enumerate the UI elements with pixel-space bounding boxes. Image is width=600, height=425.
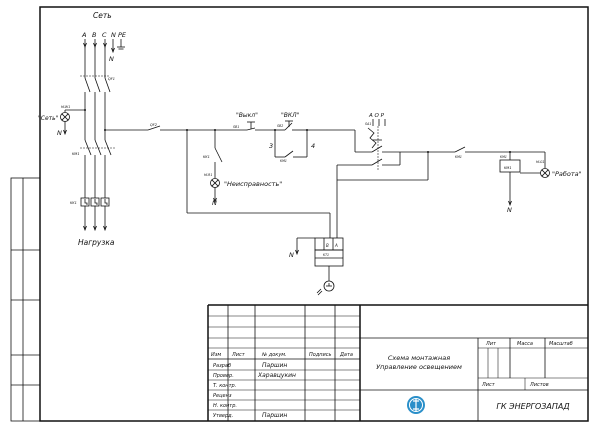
fault-lamp-label: "Неисправность" — [224, 180, 282, 188]
kt1-timer — [295, 237, 344, 296]
km1-coil-tag-top: KM1 — [500, 155, 507, 159]
sb2-on-button — [274, 120, 356, 158]
tb-sheet-label: Лист — [481, 382, 496, 388]
tb-role-nkontr: Н. контр. — [213, 403, 237, 409]
qf1-tag: QF1 — [108, 77, 115, 81]
km1-main-contacts — [80, 139, 115, 198]
sb1-off-button — [225, 121, 275, 131]
fault-lamp-n: N — [212, 199, 217, 207]
tb-massa-label: Масса — [517, 341, 533, 347]
n-below-label: N — [109, 55, 114, 63]
phase-label-a: A — [81, 31, 86, 39]
timer-n-label: N — [289, 251, 294, 259]
organization-name: ГК ЭНЕРГОЗАПАД — [496, 402, 569, 411]
off-button-tag: SB1 — [233, 125, 239, 129]
network-lamp-label: "Сеть" — [38, 115, 59, 122]
phase-label-b: B — [92, 31, 97, 39]
tb-masshtab-label: Масштаб — [549, 341, 573, 347]
tb-name-checker: Харавцукин — [257, 372, 296, 379]
kk1-thermal-relay — [80, 197, 110, 232]
timer-feed-wiring — [336, 146, 511, 238]
km1-contact2-tag: KM1 — [455, 155, 462, 159]
svg-text:А О Р: А О Р — [368, 113, 385, 119]
off-button-label: "Выкл" — [236, 112, 258, 119]
timer-tag: KT1 — [323, 253, 329, 257]
phase-label-n: N — [111, 31, 116, 39]
phase-arrows — [83, 39, 125, 54]
sa1-tag: SA1 — [365, 122, 371, 126]
organization-logo — [407, 396, 425, 414]
km1-coil-and-work-lamp — [499, 151, 550, 207]
tb-role-tkontr: Т. контр. — [213, 383, 236, 389]
kk1-relay-tag: KK1 — [70, 201, 77, 205]
on-button-label: "ВКЛ" — [281, 112, 300, 119]
term-4-label: 4 — [311, 142, 315, 150]
work-lamp-n: N — [507, 206, 512, 214]
work-lamp-label: "Работа" — [552, 170, 582, 178]
phase-label-pe: PE — [118, 31, 127, 39]
km1-main-tag: KM1 — [72, 152, 80, 156]
network-lamp-n: N — [57, 129, 62, 137]
tb-role-recenz: Реценз — [213, 393, 232, 399]
title-block-frame — [207, 304, 588, 421]
tb-role-prover: Провер. — [213, 373, 234, 379]
control-circuit-wiring — [104, 125, 331, 238]
tb-role-razrab: Разраб — [213, 363, 231, 369]
qf1-breaker — [80, 47, 111, 140]
document-title-line2: Управление освещением — [376, 363, 462, 371]
km1-coil-tag: KM1 — [504, 166, 512, 170]
sa1-selector-switch: А О Р — [355, 113, 401, 170]
fault-lamp-tag: HLR1 — [204, 173, 212, 177]
work-lamp-tag: HLG1 — [536, 160, 545, 164]
tb-role-utverd: Утверд. — [213, 413, 233, 419]
network-lamp-branch — [60, 109, 86, 136]
tb-name-approver: Паршин — [262, 412, 287, 419]
tb-header-date: Дата — [339, 352, 353, 358]
on-button-tag: SB2 — [277, 124, 283, 128]
kk1-contact-tag: KK1 — [203, 155, 210, 159]
phase-label-c: C — [102, 31, 107, 39]
tb-header-doc: № докум. — [261, 352, 287, 358]
timer-terminal-b: A — [334, 243, 338, 248]
term-3-label: 3 — [269, 142, 273, 150]
qf2-tag: QF2 — [150, 123, 158, 127]
tb-lit-label: Лит — [485, 341, 497, 347]
tb-header-list: Лист — [231, 352, 246, 358]
document-title-line1: Схема монтажная — [388, 354, 450, 362]
load-label: Нагрузка — [78, 238, 115, 247]
tb-header-sign: Подпись — [309, 352, 332, 358]
km1-aux-tag: KM1 — [280, 159, 287, 163]
network-label: Сеть — [93, 11, 112, 20]
tb-header-izm: Изм — [211, 352, 221, 358]
tb-name-developer: Паршин — [262, 362, 287, 369]
tb-sheets-label: Листов — [529, 382, 549, 388]
network-lamp-tag: HLW1 — [61, 105, 70, 109]
left-side-stamp — [10, 177, 41, 422]
timer-terminal-a: B — [326, 243, 329, 248]
